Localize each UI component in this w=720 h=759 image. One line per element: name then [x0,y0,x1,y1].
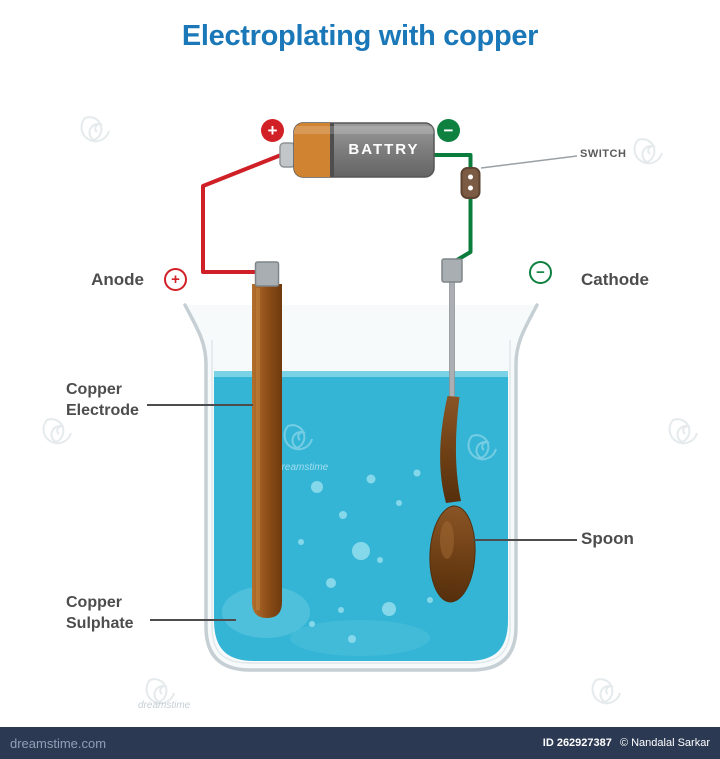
battery [279,122,435,178]
bubble [326,578,336,588]
footer-bar: dreamstime.com ID 262927387 © Nandalal S… [0,727,720,759]
solution-glow [290,620,430,656]
green-wire [434,153,473,265]
switch-body [460,167,481,199]
copper-sulphate-solution: dreamstime [214,371,508,661]
switch-dot [468,174,473,180]
watermark-swirl-icon [591,678,621,705]
bubble [396,500,402,506]
bubble [352,542,370,560]
bubble [298,539,304,545]
watermark-swirl-icon [80,116,110,143]
footer-site-logo: dreamstime.com [10,735,107,751]
copper-sulphate-pointer-line [150,619,236,621]
bubble [366,474,376,484]
electrode-highlight [256,288,260,610]
spoon-cathode [429,258,476,603]
battery-label: BATTRY [348,141,420,158]
copper-electrode-label: Copper Electrode [66,381,139,419]
spoon-highlight [440,521,454,559]
spoon-handle [440,396,461,503]
bubble [382,602,396,616]
spoon-pointer-line [473,539,577,541]
spoon-stick [449,280,455,400]
battery-tip [279,142,296,168]
copper-electrode [252,261,282,618]
beaker-wall [183,303,539,672]
anode-connector [254,261,280,287]
solution-surface [214,371,508,377]
bubble [309,621,315,627]
bubble [339,511,347,519]
bubbles [298,469,433,643]
cathode-connector [441,258,463,283]
page-title: Electroplating with copper [181,20,539,52]
battery-band [294,123,330,177]
bubble [348,635,356,643]
switch-dot [468,185,473,191]
battery-band-ring [330,123,334,177]
watermark-swirl-icon [42,418,72,445]
anode-symbol: + [164,268,187,291]
footer-credit: ID 262927387 © Nandalal Sarkar [543,737,710,749]
image-id: ID 262927387 [542,737,612,749]
spoon-label: Spoon [581,529,634,548]
copper-sulphate-label: Copper Sulphate [66,594,134,632]
battery-negative-terminal: − [437,119,460,142]
watermark-swirl-icon [633,138,663,165]
cathode-symbol: − [529,261,552,284]
beaker-inner-wall [211,340,511,664]
cathode-label: Cathode [581,270,649,289]
copper-electrode-pointer-line [147,404,253,406]
battery-highlight [294,126,434,134]
bubble [338,607,344,613]
bubble [311,481,323,493]
switch-pointer-line [480,155,578,169]
battery-positive-terminal: + [261,119,284,142]
watermark-text: dreamstime [138,700,191,711]
switch-label: SWITCH [580,148,627,160]
bubble [413,469,421,477]
bubble [377,557,383,563]
red-wire [201,153,282,274]
anode-label: Anode [91,270,144,289]
watermark-swirl-icon [668,418,698,445]
watermark-text: dreamstime [276,462,329,473]
author-credit: © Nandalal Sarkar [619,737,710,749]
bubble [427,597,433,603]
